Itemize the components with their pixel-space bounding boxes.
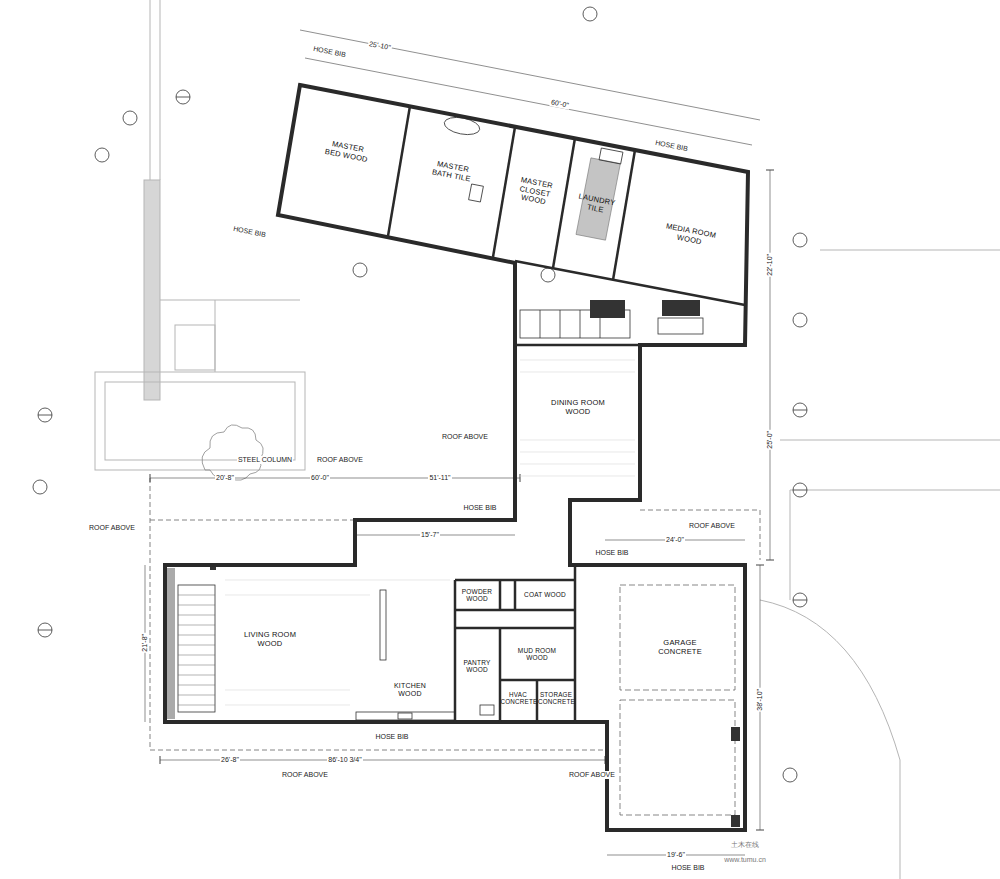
plan-note: HOSE BIB <box>670 864 705 872</box>
plan-note: 21'-8" <box>141 633 149 653</box>
room-name: GARAGE CONCRETE <box>645 639 715 656</box>
plan-note: 25'-0" <box>766 430 774 450</box>
plan-note: 60'-0" <box>310 474 330 482</box>
plan-note: 25'-10" <box>368 40 393 52</box>
room-label: STORAGE CONCRETE <box>536 690 576 707</box>
room-label: PANTRY WOOD <box>455 658 499 675</box>
plan-note: HOSE BIB <box>312 45 348 59</box>
room-name: MASTER CLOSET WOOD <box>511 175 559 209</box>
plan-note: ROOF ABOVE <box>688 522 736 530</box>
plan-note: HOSE BIB <box>374 733 409 741</box>
room-label: MASTER BED WOOD <box>320 137 375 167</box>
plan-note: 22'-10" <box>766 253 774 277</box>
interior-wall <box>388 106 745 722</box>
room-label: LAUNDRY TILE <box>571 191 622 220</box>
exterior-wall <box>165 85 748 830</box>
plan-note: 38'-10" <box>756 688 764 712</box>
room-label: POWDER WOOD <box>455 587 499 604</box>
site-context <box>95 0 1000 879</box>
watermark: www.tumu.cn <box>723 856 767 864</box>
plan-note: STEEL COLUMN <box>237 456 293 464</box>
plan-note: ROOF ABOVE <box>316 456 364 464</box>
parking-outline <box>620 585 735 815</box>
plan-note: 26'-8" <box>220 756 240 764</box>
fixtures <box>178 115 703 720</box>
room-label: MUD ROOM WOOD <box>505 646 569 663</box>
room-name: KITCHEN WOOD <box>385 682 435 698</box>
dimension-lines <box>145 30 774 855</box>
plan-note: HOSE BIB <box>462 504 497 512</box>
plan-note: ROOF ABOVE <box>281 771 329 779</box>
room-name: STORAGE CONCRETE <box>538 691 574 705</box>
room-label: KITCHEN WOOD <box>383 681 437 700</box>
room-label: DINING ROOM WOOD <box>546 398 610 418</box>
room-label: MASTER CLOSET WOOD <box>509 174 561 211</box>
grid-marker <box>33 7 807 782</box>
fireplace-hatch <box>166 568 175 719</box>
room-name: DINING ROOM WOOD <box>548 399 608 416</box>
plan-note: 15'-7" <box>420 531 440 539</box>
watermark: 土木在线 <box>730 841 760 849</box>
plan-note: HOSE BIB <box>654 139 690 153</box>
plan-note: 60'-0" <box>550 98 571 109</box>
plan-note: 86'-10 3/4" <box>327 756 362 764</box>
plan-note: 19'-6" <box>666 851 686 859</box>
plan-note: 20'-8" <box>215 474 235 482</box>
plan-note: 24'-0" <box>665 536 685 544</box>
room-name: PANTRY WOOD <box>457 659 497 674</box>
room-label: LIVING ROOM WOOD <box>238 630 302 650</box>
plan-note: ROOF ABOVE <box>88 524 136 532</box>
room-name: HVAC CONCRETE <box>501 691 536 705</box>
room-name: MEDIA ROOM WOOD <box>659 221 721 249</box>
room-name: COAT WOOD <box>524 591 567 598</box>
wood-floor <box>225 360 635 705</box>
room-label: GARAGE CONCRETE <box>643 638 717 658</box>
plan-note: ROOF ABOVE <box>568 771 616 779</box>
room-label: MASTER BATH TILE <box>427 158 478 187</box>
plan-note: ROOF ABOVE <box>441 433 489 441</box>
room-name: MASTER BED WOOD <box>322 139 372 165</box>
room-label: HVAC CONCRETE <box>499 690 538 707</box>
room-label: MEDIA ROOM WOOD <box>657 220 724 252</box>
tree-symbol <box>202 425 263 480</box>
plan-note: HOSE BIB <box>594 549 629 557</box>
room-name: MASTER BATH TILE <box>429 159 475 184</box>
plan-note: HOSE BIB <box>232 225 268 239</box>
room-label: COAT WOOD <box>522 590 569 600</box>
room-name: LIVING ROOM WOOD <box>240 631 300 648</box>
room-name: MUD ROOM WOOD <box>507 647 567 662</box>
room-name: LAUNDRY TILE <box>573 192 619 217</box>
plan-note: 51'-11" <box>428 474 451 482</box>
room-name: POWDER WOOD <box>457 588 497 603</box>
